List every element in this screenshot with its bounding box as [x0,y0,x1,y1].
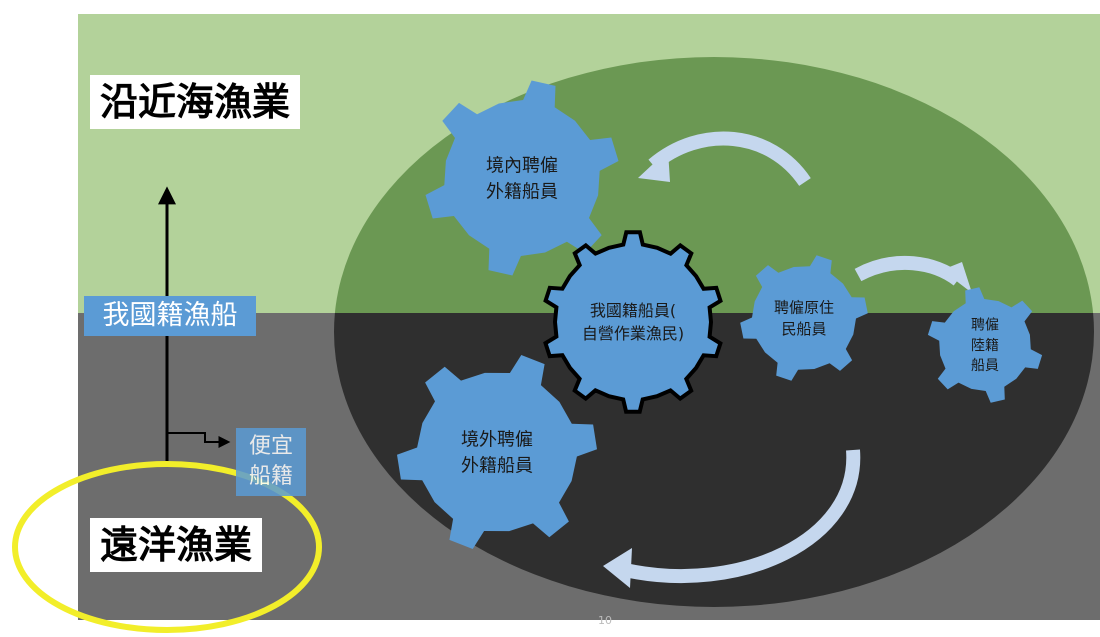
gear-mainland-crew-label-line: 陸籍 [971,337,999,354]
gear-mainland-crew-label-line: 船員 [971,358,999,374]
flow-arrowhead-top [638,150,670,182]
gear-domestic-foreign-crew-label-line: 境內聘僱 [486,155,558,176]
branch-arrow [167,432,231,448]
gear-indigenous-crew [740,255,868,381]
flag-of-convenience-label: 便宜船籍 [236,428,306,496]
gear-indigenous-crew-label-line: 民船員 [781,320,826,338]
gear-national-crew-label-line: 我國籍船員( [590,301,676,320]
flow-arrow-bottom [623,449,861,584]
flow-arrowhead-bottom [603,548,632,588]
national-vessel-label: 我國籍漁船 [84,296,256,336]
flow-arrow-top [648,131,811,187]
gear-national-crew-label-line: 自營作業漁民) [582,324,684,343]
flow-arrowhead-right [942,262,972,293]
page-number: 10 [598,614,612,627]
highlight-circle [12,461,322,633]
gear-mainland-crew [927,287,1043,403]
gear-national-crew-label: 我國籍船員( 自營作業漁民) [582,301,684,343]
gear-indigenous-crew-label-line: 聘僱原住 [774,298,834,316]
gear-overseas-foreign-crew-label-line: 外籍船員 [461,455,533,476]
gear-domestic-foreign-crew [425,80,619,276]
gear-overseas-foreign-crew-label-line: 境外聘僱 [461,429,533,450]
distant-water-fishery-label: 遠洋漁業 [90,518,263,572]
gear-overseas-foreign-crew-label: 境外聘僱外籍船員 [461,429,533,476]
gear-mainland-crew-label: 聘僱陸籍船員 [971,318,999,375]
gear-indigenous-crew-label: 聘僱原住民船員 [774,298,834,338]
gear-domestic-foreign-crew-label: 境內聘僱外籍船員 [486,155,558,202]
gear-mainland-crew-label-line: 聘僱 [971,318,999,334]
gear-national-crew [543,230,723,414]
coastal-fishery-label: 沿近海漁業 [90,75,301,129]
gear-overseas-foreign-crew [397,355,597,549]
flag-of-convenience-text: 便宜船籍 [248,434,293,489]
gear-domestic-foreign-crew-label-line: 外籍船員 [486,181,558,202]
